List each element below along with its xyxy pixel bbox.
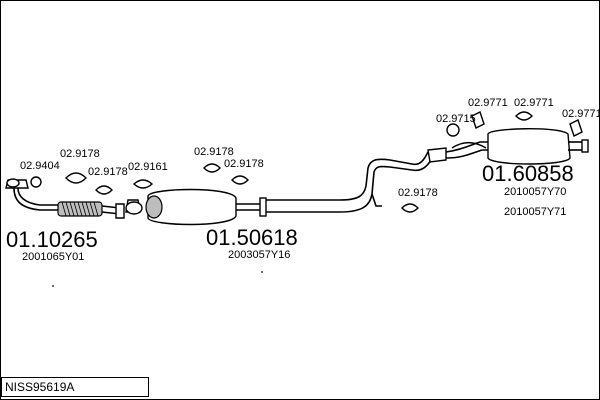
accessory-label: 02.9404 [20,160,60,172]
accessory-label: 02.9771 [562,108,600,120]
part-number: 01.10265 [6,227,98,252]
accessory-label: 02.9161 [128,161,168,173]
part-number: 01.50618 [206,225,298,250]
intermediate-pipe [339,142,487,213]
hanger-icon [401,123,460,213]
accessory-label: 02.9178 [60,148,100,160]
hanger-icon [471,111,583,137]
reference-code-box: NISS95619A [1,377,149,397]
hanger-icon [203,163,249,185]
part-number: 01.60858 [482,161,574,186]
part-reference: 2003057Y16 [228,249,290,261]
accessory-label: 02.9178 [398,187,438,199]
part-reference: 2001065Y01 [22,251,84,263]
accessory-label: 02.9771 [468,97,508,109]
accessory-label: 02.9771 [514,97,554,109]
accessory-label: 02.9178 [224,158,264,170]
accessory-label: 02.9178 [194,146,234,158]
rear-silencer [445,128,589,165]
middle-silencer [125,188,340,226]
reference-code: NISS95619A [5,380,75,394]
accessory-label: 02.9178 [88,166,128,178]
accessory-label: 02.9715 [436,113,476,125]
part-reference: 2010057Y71 [504,206,566,218]
part-reference: 2010057Y70 [504,186,566,198]
